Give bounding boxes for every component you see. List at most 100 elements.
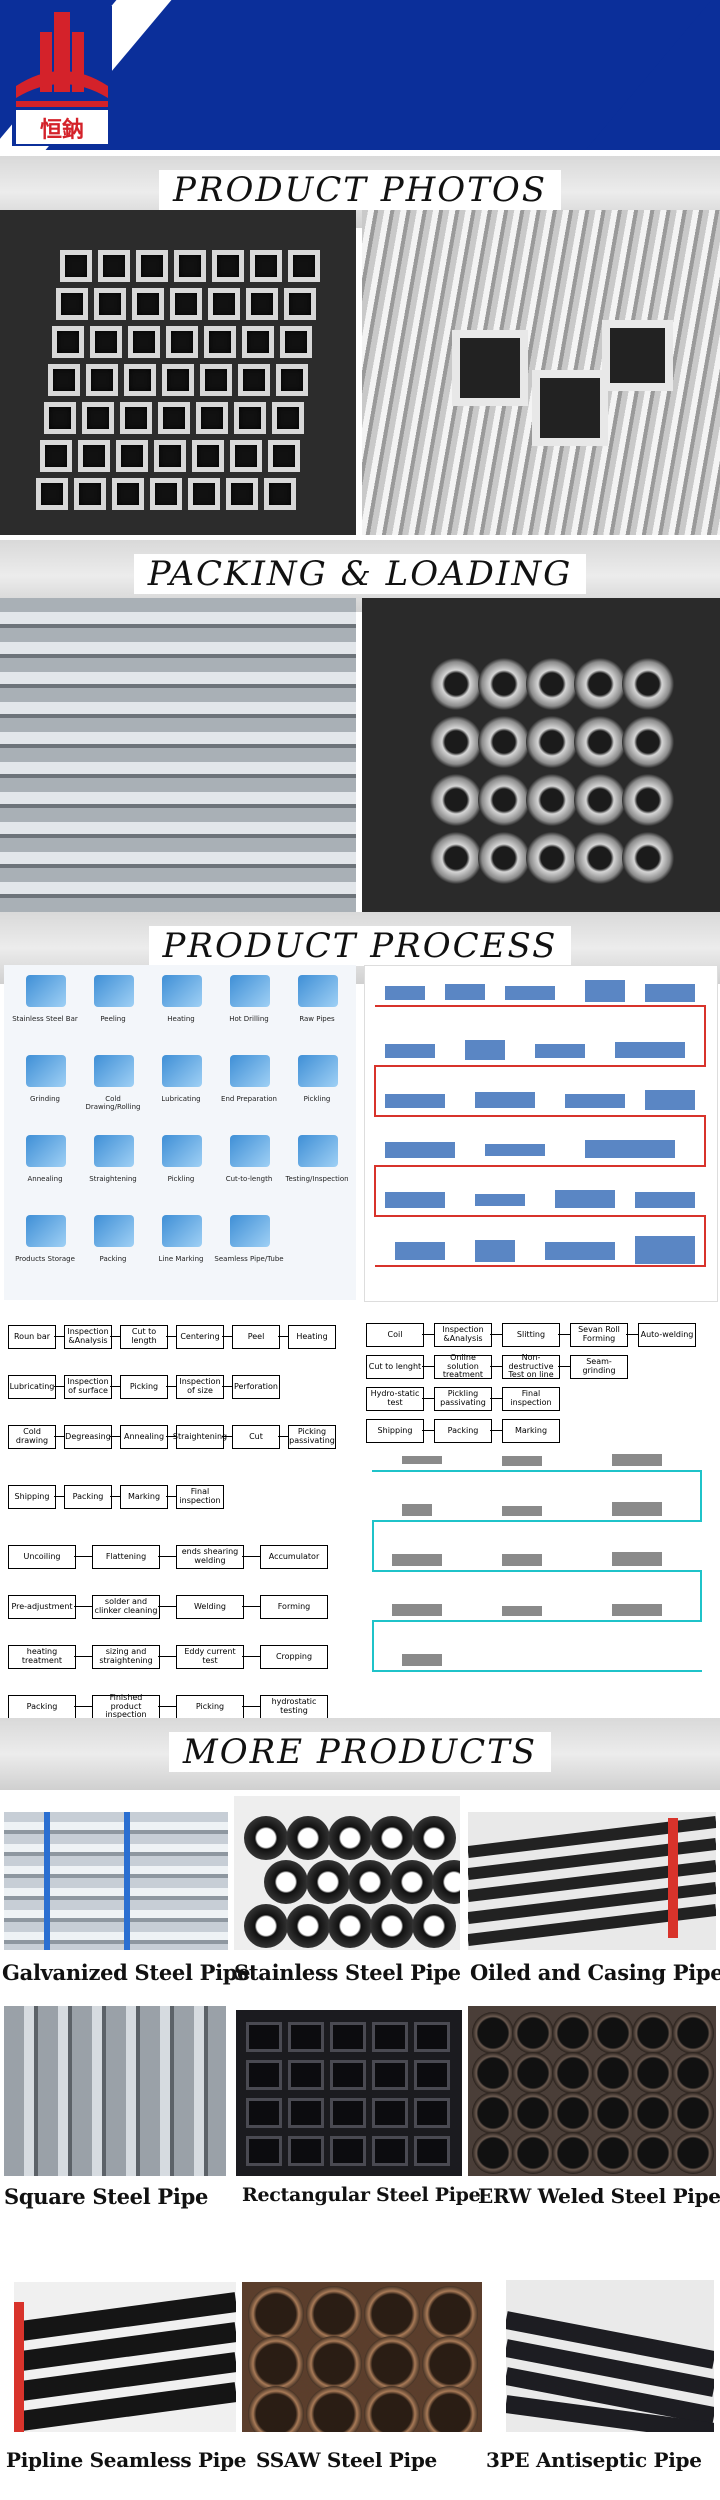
process-step-icon xyxy=(94,1215,134,1247)
tube-end xyxy=(188,478,220,510)
flow-step: Accumulator xyxy=(260,1545,328,1569)
product-caption-pipeline-seamless: Pipline Seamless Pipe xyxy=(6,2448,247,2472)
product-image-rectangular xyxy=(236,2010,462,2176)
pipe-end xyxy=(512,2012,554,2054)
pipe-end xyxy=(672,2132,714,2174)
tube-end xyxy=(268,440,300,472)
tube-end xyxy=(212,250,244,282)
flow-arrow xyxy=(278,1336,288,1337)
tube-end xyxy=(158,402,190,434)
flow-step: Annealing xyxy=(120,1425,168,1449)
tube-end xyxy=(280,326,312,358)
tube-end xyxy=(204,326,236,358)
process-step-icon xyxy=(26,1215,66,1247)
rect-pipe-end xyxy=(246,2136,282,2166)
flow-arrow xyxy=(110,1386,120,1387)
pipe-end xyxy=(286,1816,330,1860)
pipe-end xyxy=(328,1904,372,1948)
pipe-end xyxy=(512,2092,554,2134)
pipe-end xyxy=(478,832,530,884)
tube-end xyxy=(150,478,182,510)
pipe-end xyxy=(370,1904,414,1948)
tube-end xyxy=(40,440,72,472)
flow-step: Roun bar xyxy=(8,1325,56,1349)
process-step-label: Products Storage xyxy=(15,1255,75,1263)
pipe-end xyxy=(574,716,626,768)
flow-arrow xyxy=(166,1496,176,1497)
product-caption-erw: ERW Weled Steel Pipe xyxy=(478,2184,720,2208)
photo-square-tubes-stack xyxy=(0,210,356,535)
process-step-label: Grinding xyxy=(30,1095,60,1103)
rect-pipe-end xyxy=(414,2022,450,2052)
flow-arrow xyxy=(166,1436,176,1437)
flow-arrow xyxy=(110,1436,120,1437)
rect-pipe-end xyxy=(330,2136,366,2166)
tube-end xyxy=(74,478,106,510)
flow-arrow xyxy=(490,1430,502,1431)
pipe-end xyxy=(248,2336,304,2392)
flow-step: Cold drawing xyxy=(8,1425,56,1449)
process-chart-illustrated xyxy=(364,965,718,1302)
flow-step: hydrostatic testing xyxy=(260,1695,328,1719)
process-step-icon xyxy=(298,975,338,1007)
flow-step: Online solution treatment xyxy=(434,1353,492,1379)
product-image-oiled-casing xyxy=(468,1812,716,1950)
pipe-end xyxy=(430,658,482,710)
product-image-galvanized xyxy=(4,1812,228,1950)
flow-step: Marking xyxy=(502,1419,560,1443)
tube-end xyxy=(170,288,202,320)
process-step-label: Packing xyxy=(99,1255,127,1263)
tube-end xyxy=(154,440,186,472)
product-image-stainless xyxy=(234,1796,460,1950)
pipe-end xyxy=(622,774,674,826)
photo-stainless-square-tubes xyxy=(362,210,720,535)
pipe-end xyxy=(526,774,578,826)
pipe-end xyxy=(248,2386,304,2432)
flow-step: Lubricating xyxy=(8,1375,56,1399)
tube-end xyxy=(192,440,224,472)
process-step-label: End Preparation xyxy=(221,1095,277,1103)
flow-step: Coil xyxy=(366,1323,424,1347)
flow-step: Straightening xyxy=(173,1425,227,1449)
flow-step: Inspection &Analysis xyxy=(64,1325,112,1349)
rect-pipe-end xyxy=(288,2060,324,2090)
flow-arrow xyxy=(158,1556,176,1557)
pipe-end xyxy=(632,2092,674,2134)
flow-step: Pickling passivating xyxy=(434,1387,492,1411)
pipe-end xyxy=(412,1816,456,1860)
process-step-icon xyxy=(26,975,66,1007)
tube-end xyxy=(48,364,80,396)
tube-end xyxy=(36,478,68,510)
tube-end xyxy=(112,478,144,510)
pipe-end xyxy=(306,2386,362,2432)
flow-arrow xyxy=(242,1706,260,1707)
process-step-icon xyxy=(230,975,270,1007)
process-step-label: Raw Pipes xyxy=(299,1015,335,1023)
pipe-end xyxy=(622,832,674,884)
pipe-end xyxy=(328,1816,372,1860)
process-step-icon xyxy=(162,975,202,1007)
pipe-end xyxy=(632,2012,674,2054)
flow-step: Shipping xyxy=(366,1419,424,1443)
pipe-end xyxy=(622,658,674,710)
flow-arrow xyxy=(242,1556,260,1557)
pipe-end xyxy=(478,658,530,710)
pipe-end xyxy=(592,2092,634,2134)
section-band-more-products: MORE PRODUCTS xyxy=(0,1718,720,1790)
pipe-end xyxy=(478,716,530,768)
pipe-end xyxy=(526,658,578,710)
flow-arrow xyxy=(158,1606,176,1607)
tube-end xyxy=(234,402,266,434)
process-step-label: Seamless Pipe/Tube xyxy=(214,1255,284,1263)
tube-end xyxy=(44,402,76,434)
rect-pipe-end xyxy=(372,2136,408,2166)
rect-pipe-end xyxy=(372,2098,408,2128)
flow-arrow xyxy=(490,1366,502,1367)
rect-pipe-end xyxy=(414,2136,450,2166)
flow-step: Degreasing xyxy=(64,1425,112,1449)
flow-step: Final inspection xyxy=(502,1387,560,1411)
pipe-end xyxy=(592,2012,634,2054)
flow-arrow xyxy=(110,1496,120,1497)
pipe-end xyxy=(478,774,530,826)
